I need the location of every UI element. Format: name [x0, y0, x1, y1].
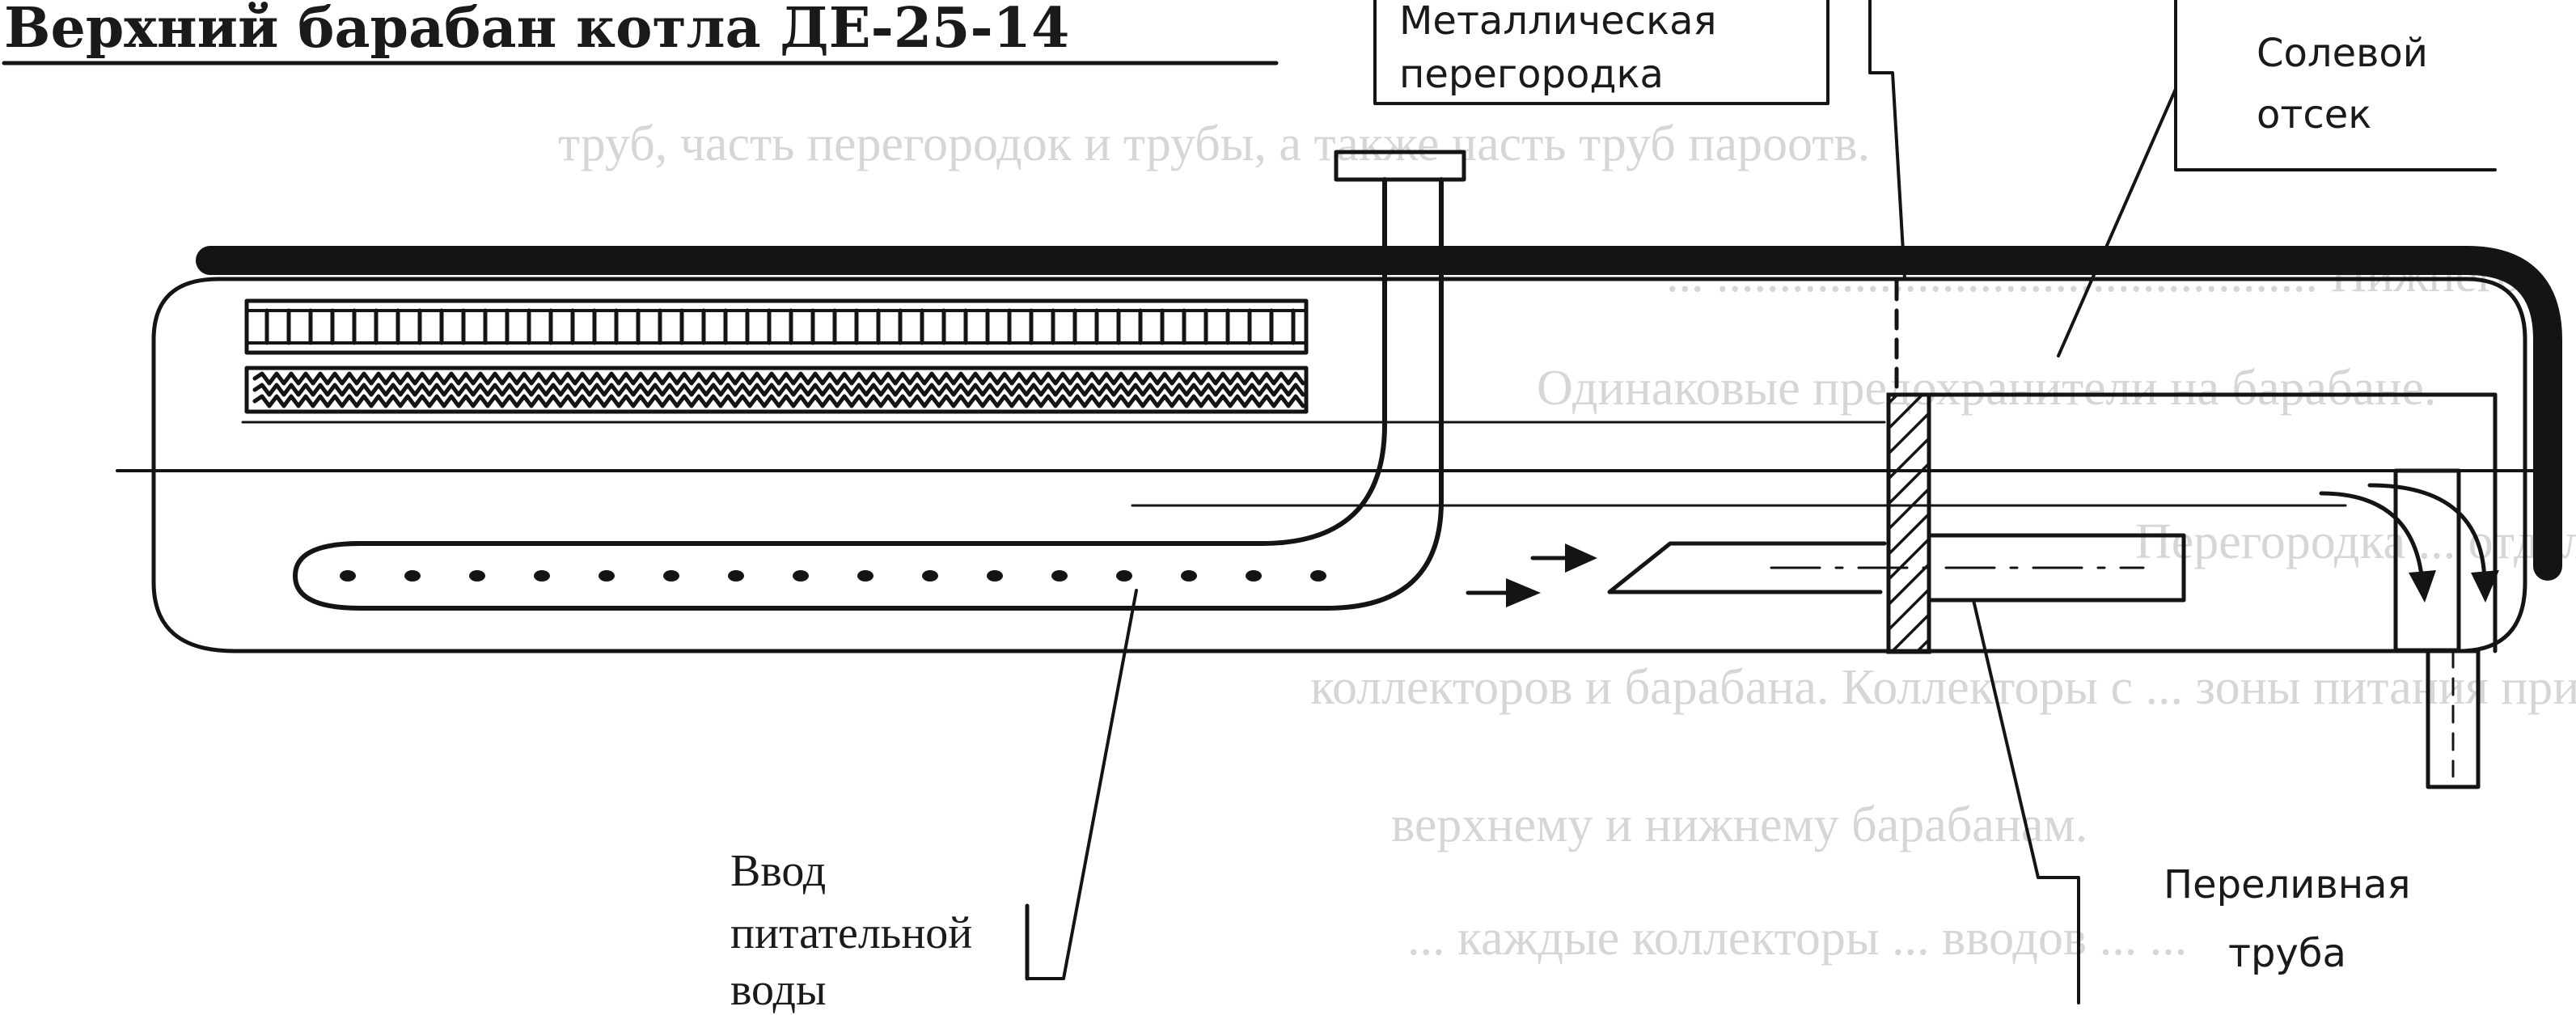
background-line: ... каждые коллекторы ... вводов ... ...	[1407, 911, 2187, 966]
background-line: верхнему и нижнему барабанам.	[1391, 797, 2087, 852]
distribution-hole	[469, 570, 485, 582]
drum-shell	[151, 277, 2527, 653]
background-line: коллекторов и барабана. Коллекторы с ...…	[1310, 660, 2576, 715]
distribution-hole	[793, 570, 809, 582]
distribution-hole	[340, 570, 356, 582]
distribution-hole	[1246, 570, 1262, 582]
partition-label-box	[1373, 0, 1829, 105]
overflow-pipe-body	[1927, 533, 2186, 603]
louver-separator	[244, 366, 1309, 414]
salt-label-box	[2174, 0, 2497, 171]
distribution-hole	[1116, 570, 1132, 582]
diagram-title: Верхний барабан котла ДЕ-25-14	[4, 0, 1069, 61]
feedwater-flange	[1334, 150, 1466, 182]
distribution-holes	[340, 570, 1326, 582]
distribution-hole	[534, 570, 550, 582]
distribution-hole	[1310, 570, 1326, 582]
distribution-hole	[1181, 570, 1197, 582]
label-partition: Металлическая перегородка	[1399, 0, 1729, 97]
metal-partition	[1886, 392, 1931, 654]
distribution-hole	[922, 570, 938, 582]
label-overflow-pipe: Переливная труба	[2164, 862, 2423, 976]
background-line: Одинаковые предохранители на барабане.	[1537, 361, 2436, 416]
label-salt-compartment: Солевой отсек	[2257, 31, 2440, 137]
distribution-hole	[987, 570, 1003, 582]
salt-downcomer	[2319, 468, 2499, 789]
distribution-hole	[728, 570, 744, 582]
separator-tubes	[244, 298, 1309, 355]
feedwater-pipe	[293, 177, 1444, 611]
distribution-hole	[663, 570, 679, 582]
distribution-hole	[404, 570, 421, 582]
distribution-hole	[1051, 570, 1068, 582]
drum-outer-wall	[196, 246, 2562, 581]
background-line: труб, часть перегородок и трубы, а также…	[558, 116, 1870, 171]
distribution-hole	[857, 570, 873, 582]
background-line: Перегородка ... отделяет водяное простра…	[2135, 514, 2576, 569]
distribution-hole	[599, 570, 615, 582]
label-feedwater-inlet: Ввод питательной воды	[730, 846, 983, 1015]
flow-arrows	[1466, 543, 1597, 607]
overflow-inlet	[1607, 541, 1887, 594]
